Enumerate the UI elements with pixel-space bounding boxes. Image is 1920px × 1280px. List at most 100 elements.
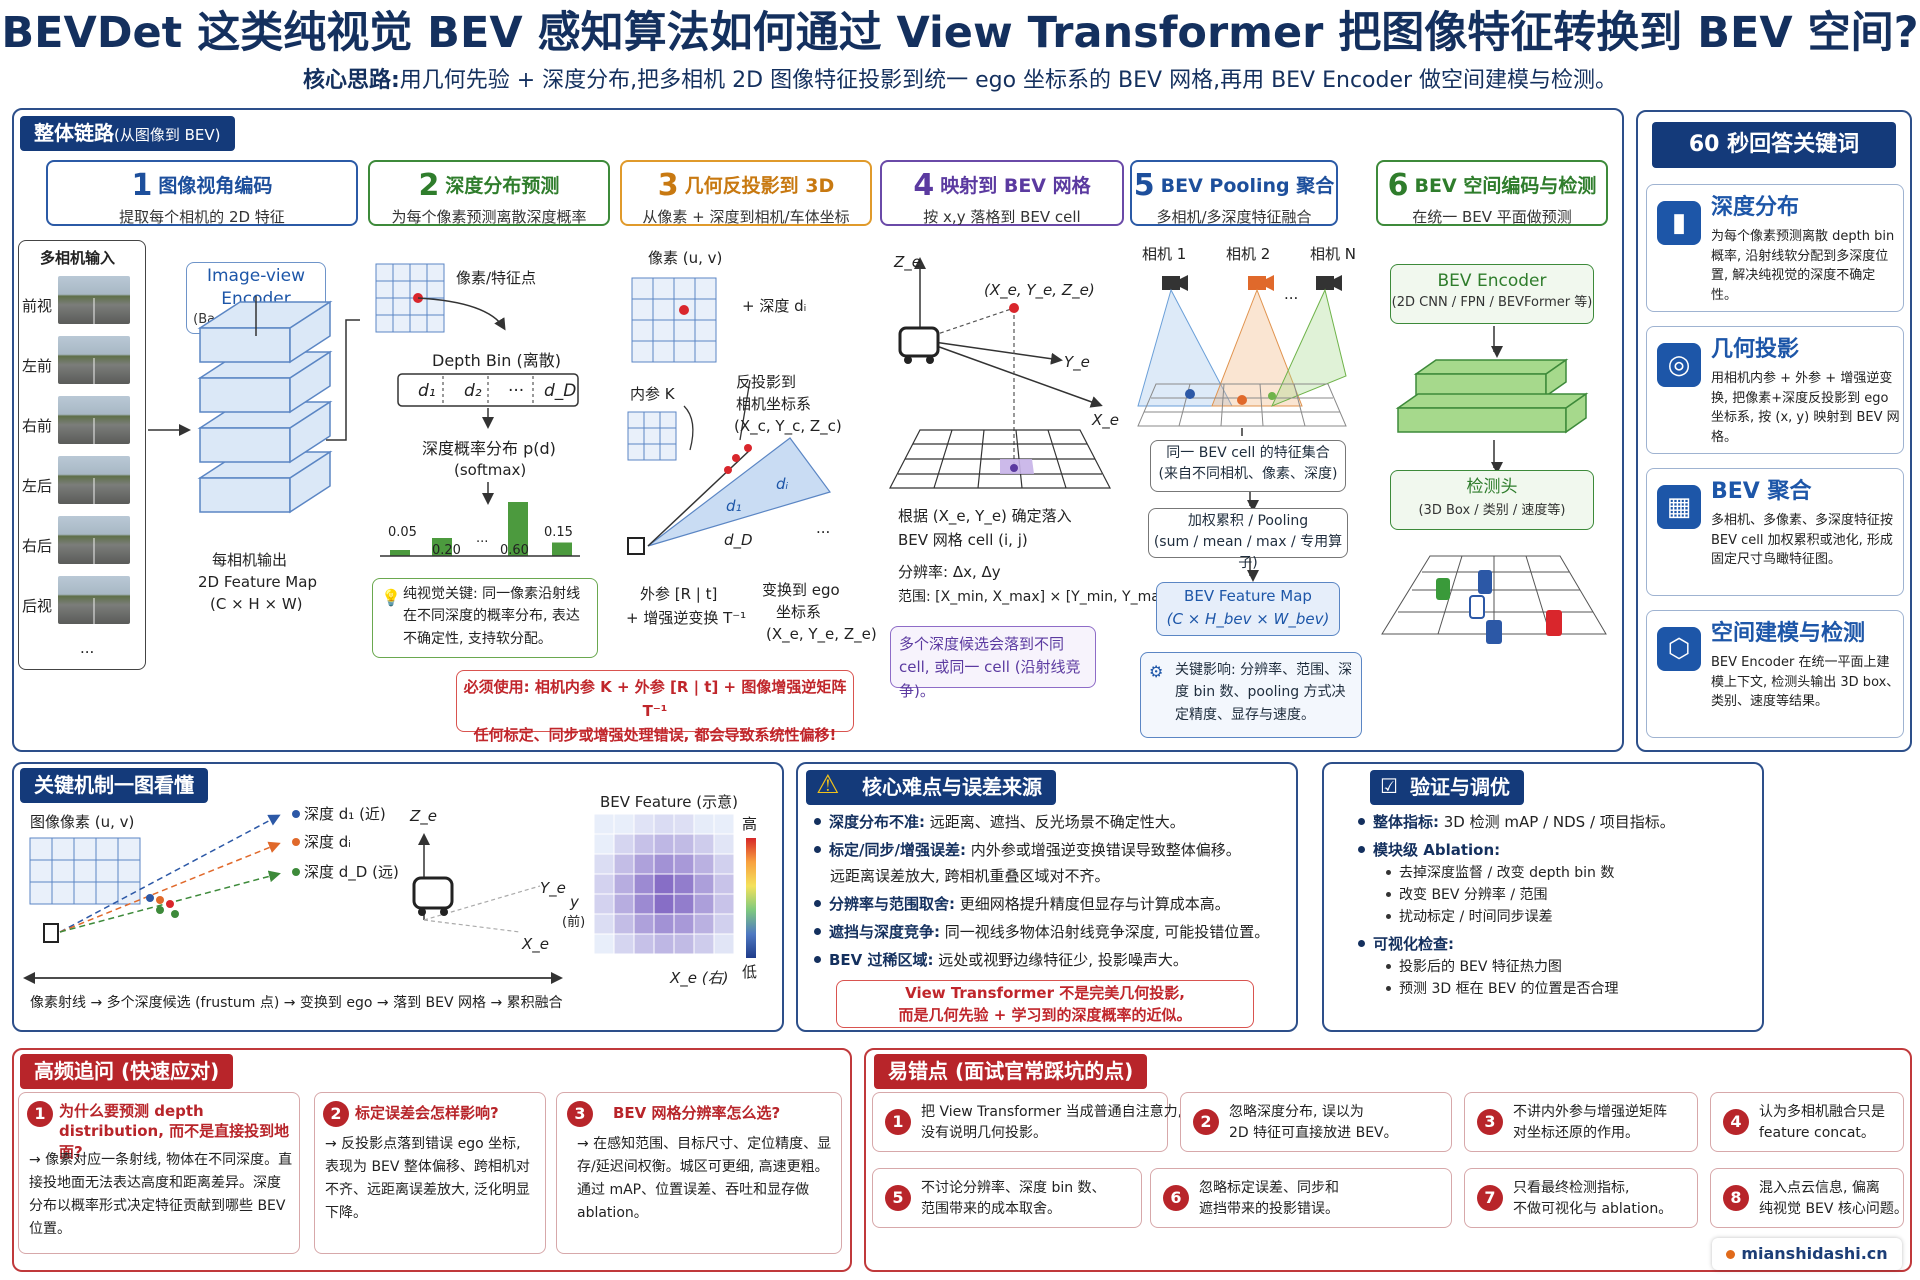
- mech-flow-text: 像素射线 → 多个深度候选 (frustum 点) → 变换到 ego → 落到…: [30, 995, 563, 1011]
- feature-map-label-1: 每相机输出: [212, 551, 288, 569]
- ablation-item-3-text: 扰动标定 / 时间同步误差: [1399, 909, 1553, 925]
- heatmap-cell: [594, 814, 615, 835]
- bev-feature-map-line-2: (C × H_bev × W_bev): [1166, 609, 1330, 628]
- mistake-2-line-2: 2D 特征可直接放进 BEV。: [1229, 1125, 1398, 1141]
- heatmap-cell: [693, 814, 715, 835]
- difficulty-item-3-bold: 分辨率与范围取舍:: [829, 895, 955, 913]
- mech-pixel-grid: [29, 837, 141, 905]
- keyword-title-depth: 深度分布: [1711, 195, 1800, 220]
- subtitle-lead: 核心思路:: [302, 68, 400, 93]
- feature-map-label-3: (C × H × W): [210, 595, 303, 613]
- heatmap-cell: [633, 873, 655, 895]
- difficulty-item-2-bold: 标定/同步/增强误差:: [829, 841, 966, 859]
- mistake-number-2: 2: [1193, 1109, 1219, 1135]
- visual-item-2: 预测 3D 框在 BEV 的位置是否合理: [1386, 980, 1619, 999]
- heatmap-cell: [673, 893, 695, 915]
- feature-map-label-2: 2D Feature Map: [198, 573, 317, 591]
- difficulties-header: ⚠核心难点与误差来源: [806, 770, 1056, 805]
- heatmap-cell: [693, 913, 715, 935]
- keyword-title-aggregation: BEV 聚合: [1711, 479, 1812, 504]
- followup-number-2: 2: [323, 1101, 349, 1127]
- step4-range: 范围: [X_min, X_max] × [Y_min, Y_max]: [898, 589, 1174, 605]
- keyword-desc-aggregation: 多相机、多像素、多深度特征按 BEV cell 加权累积或池化, 形成固定尺寸鸟…: [1711, 513, 1894, 567]
- pool-cam-dots: ...: [1284, 285, 1299, 303]
- step-2-number: 2: [418, 168, 440, 203]
- heatmap-cell: [594, 893, 615, 915]
- bev-encoder-layers: [1395, 358, 1589, 434]
- mistake-1-line-2: 没有说明几何投影。: [921, 1125, 1047, 1141]
- keyword-title-projection: 几何投影: [1711, 337, 1800, 362]
- extrinsic-label-1: 外参 [R | t]: [640, 585, 718, 603]
- ray-point-3: [744, 444, 752, 452]
- bev-heatmap: [594, 814, 734, 954]
- to-ego-label-2: 坐标系: [776, 603, 822, 621]
- bev-encoder-box: BEV Encoder (2D CNN / FPN / BEVFormer 等): [1390, 264, 1594, 324]
- prob-label-4: 0.15: [544, 525, 573, 540]
- visual-item-1-text: 投影后的 BEV 特征热力图: [1399, 959, 1562, 975]
- depth-prob-chart: [380, 502, 580, 557]
- ablation-item-1: 去掉深度监督 / 改变 depth bin 数: [1386, 864, 1614, 883]
- mistake-number-1: 1: [885, 1109, 911, 1135]
- ray-depth-di: dᵢ: [776, 475, 789, 493]
- camera-image-front-left: [58, 336, 130, 384]
- depth-prob-bar: [552, 542, 572, 556]
- camera-more: ...: [80, 639, 95, 657]
- mistake-3-line-2: 对坐标还原的作用。: [1513, 1125, 1639, 1141]
- step-4-title: 映射到 BEV 网格: [940, 175, 1091, 197]
- camera-list-label: 多相机输入: [40, 249, 116, 267]
- pool-arrows: [1247, 492, 1259, 582]
- projection-icon: ◎: [1657, 343, 1701, 387]
- detection-head-sub: (3D Box / 类别 / 速度等): [1418, 502, 1566, 518]
- detected-car-3: [1486, 620, 1502, 644]
- mistake-8-line-2: 纯视觉 BEV 核心问题。: [1759, 1201, 1908, 1217]
- bev-feature-map-line-1: BEV Feature Map: [1184, 587, 1312, 605]
- ego-point: [1009, 303, 1019, 313]
- visual-item-2-text: 预测 3D 框在 BEV 的位置是否合理: [1399, 981, 1619, 997]
- step-2-subtitle: 为每个像素预测离散深度概率: [391, 207, 587, 226]
- difficulties-warning-line-2: 而是几何先验 + 学习到的深度概率的近似。: [898, 1005, 1192, 1024]
- detection-head-title: 检测头: [1466, 477, 1518, 497]
- to-ego-label-1: 变换到 ego: [762, 581, 840, 599]
- pool-cam-2: 相机 2: [1226, 245, 1271, 263]
- mistake-6-line-1: 忽略标定误差、同步和: [1199, 1180, 1339, 1196]
- keywords-header: 60 秒回答关键词: [1652, 122, 1896, 168]
- bin-label-2: d₂: [464, 381, 482, 401]
- encoder-title-1: Image-view: [206, 266, 306, 286]
- step2-tip: 💡 纯视觉关键: 同一像素沿射线在不同深度的概率分布, 表达不确定性, 支持软分…: [372, 578, 598, 658]
- validation-visual-bold: 可视化检查:: [1373, 935, 1454, 953]
- brand-link[interactable]: mianshidashi.cn: [1712, 1238, 1902, 1270]
- step-1-subtitle: 提取每个相机的 2D 特征: [119, 207, 285, 226]
- mistake-4-line-2: feature concat。: [1759, 1125, 1875, 1141]
- heatmap-cell: [673, 873, 695, 895]
- step3-graphics: [627, 277, 831, 555]
- followup-card-2: 2 标定误差会怎样影响? → 反投影点落到错误 ego 坐标, 表现为 BEV …: [314, 1092, 546, 1254]
- mech-depth-far: 深度 d_D (远): [304, 863, 399, 881]
- heatmap-cell: [653, 873, 675, 895]
- keyword-desc-projection: 用相机内参 + 外参 + 增强逆变换, 把像素+深度反投影到 ego 坐标系, …: [1711, 371, 1900, 445]
- keyword-card-aggregation: ▦ BEV 聚合 多相机、多像素、多深度特征按 BEV cell 加权累积或池化…: [1646, 468, 1904, 596]
- step-3-subtitle: 从像素 + 深度到相机/车体坐标: [642, 207, 850, 226]
- pool-op-box: 加权累积 / Pooling (sum / mean / max / 专用算子): [1148, 508, 1348, 571]
- pixel-to-bin-arrow: [417, 297, 506, 331]
- colorbar-low: 低: [742, 963, 758, 981]
- pool-impact-text: 关键影响: 分辨率、范围、深度 bin 数、pooling 方式决定精度、显存与…: [1175, 662, 1353, 723]
- heatmap-cell: [693, 893, 715, 915]
- step-6-subtitle: 在统一 BEV 平面做预测: [1412, 207, 1572, 226]
- ray-depth-dD: d_D: [724, 531, 753, 549]
- pool-impact-box: ⚙ 关键影响: 分辨率、范围、深度 bin 数、pooling 方式决定精度、显…: [1140, 652, 1362, 738]
- followup-card-3: 3 BEV 网格分辨率怎么选? → 在感知范围、目标尺寸、定位精度、显存/延迟间…: [556, 1092, 842, 1254]
- warning-icon: ⚠: [816, 770, 840, 800]
- mechanism-header: 关键机制一图看懂: [20, 768, 208, 803]
- keyword-card-projection: ◎ 几何投影 用相机内参 + 外参 + 增强逆变换, 把像素+深度反投影到 eg…: [1646, 326, 1904, 454]
- mech-depth-mid: 深度 dᵢ: [304, 833, 351, 851]
- ray-dots: ...: [816, 519, 831, 537]
- difficulty-item-4-text: 同一视线多物体沿射线竞争深度, 可能投错位置。: [940, 923, 1270, 941]
- ray-mid: [59, 841, 281, 933]
- pipeline-col1-graphics: [148, 296, 360, 514]
- step4-ze: Z_e: [894, 253, 922, 271]
- heatmap-cell: [633, 893, 655, 915]
- heatmap-cell: [673, 814, 695, 835]
